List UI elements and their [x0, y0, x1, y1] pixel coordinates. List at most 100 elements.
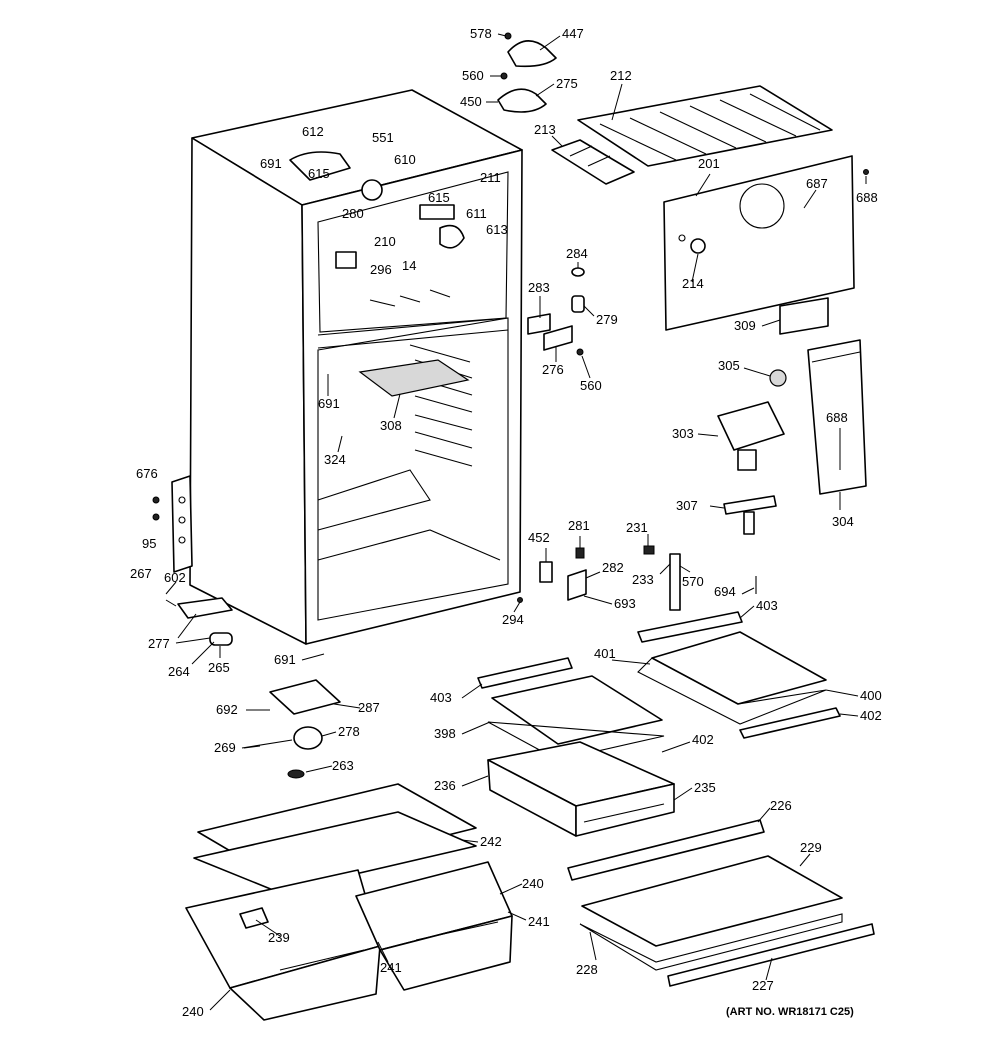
label-688-right: 688	[826, 410, 848, 425]
label-212: 212	[610, 68, 632, 83]
label-284: 284	[566, 246, 588, 261]
label-687: 687	[806, 176, 828, 191]
label-398: 398	[434, 726, 456, 741]
label-269: 269	[214, 740, 236, 755]
label-613: 613	[486, 222, 508, 237]
label-693: 693	[614, 596, 636, 611]
evaporator-cover-201	[663, 155, 869, 331]
label-240-right: 240	[522, 876, 544, 891]
label-280: 280	[342, 206, 364, 221]
label-287: 287	[358, 700, 380, 715]
label-263: 263	[332, 758, 354, 773]
part-number-labels: 578 447 560 275 450 212 213 201 687 688 …	[130, 26, 882, 1019]
label-560: 560	[462, 68, 484, 83]
label-241-right: 241	[528, 914, 550, 929]
dairy-door-303	[717, 369, 787, 471]
label-304: 304	[832, 514, 854, 529]
label-615-a: 615	[308, 166, 330, 181]
label-692: 692	[216, 702, 238, 717]
label-226: 226	[770, 798, 792, 813]
label-400: 400	[860, 688, 882, 703]
shelf-rail-402	[739, 707, 841, 739]
label-303: 303	[672, 426, 694, 441]
label-282: 282	[602, 560, 624, 575]
label-229: 229	[800, 840, 822, 855]
label-231: 231	[626, 520, 648, 535]
label-403-right: 403	[756, 598, 778, 613]
label-309	[779, 297, 829, 335]
glass-shelf-401	[487, 675, 665, 761]
label-201: 201	[698, 156, 720, 171]
label-277: 277	[148, 636, 170, 651]
label-294: 294	[502, 612, 524, 627]
label-242: 242	[480, 834, 502, 849]
label-602: 602	[164, 570, 186, 585]
shelf-rail-403-right	[637, 611, 743, 643]
label-264: 264	[168, 664, 190, 679]
hinge-bracket-267	[152, 475, 193, 573]
label-452: 452	[528, 530, 550, 545]
label-213: 213	[534, 122, 556, 137]
label-265: 265	[208, 660, 230, 675]
label-275: 275	[556, 76, 578, 91]
hinge-277	[175, 597, 233, 646]
label-691-top: 691	[260, 156, 282, 171]
label-235: 235	[694, 780, 716, 795]
label-228: 228	[576, 962, 598, 977]
label-610: 610	[394, 152, 416, 167]
art-number-note: (ART NO. WR18171 C25)	[726, 1006, 854, 1018]
label-211: 211	[480, 170, 501, 185]
crisper-pan-240-left	[185, 869, 381, 1021]
refrigerator-cabinet	[189, 89, 523, 645]
label-447: 447	[562, 26, 584, 41]
label-694: 694	[714, 584, 736, 599]
label-267: 267	[130, 566, 152, 581]
label-214: 214	[682, 276, 704, 291]
label-95: 95	[142, 536, 156, 551]
label-615-b: 615	[428, 190, 450, 205]
label-691-mid: 691	[318, 396, 340, 411]
control-brackets	[527, 267, 585, 356]
label-612: 612	[302, 124, 324, 139]
label-210: 210	[374, 234, 396, 249]
label-676: 676	[136, 466, 158, 481]
label-691-bottom: 691	[274, 652, 296, 667]
label-236: 236	[434, 778, 456, 793]
crisper-cover-242	[193, 783, 477, 893]
label-688-top: 688	[856, 190, 878, 205]
label-309: 309	[734, 318, 756, 333]
label-305: 305	[718, 358, 740, 373]
label-560-b: 560	[580, 378, 602, 393]
label-278: 278	[338, 724, 360, 739]
freezer-shelf-212	[577, 85, 833, 167]
crisper-drawer-236	[487, 741, 675, 837]
label-279: 279	[596, 312, 618, 327]
label-296: 296	[370, 262, 392, 277]
shelf-bracket-304	[723, 339, 867, 535]
glass-shelf-229	[579, 855, 843, 971]
label-401: 401	[594, 646, 616, 661]
label-276: 276	[542, 362, 564, 377]
label-308: 308	[380, 418, 402, 433]
label-402-right: 402	[860, 708, 882, 723]
glass-shelf-400	[637, 631, 827, 725]
label-233: 233	[632, 572, 654, 587]
label-283: 283	[528, 280, 550, 295]
label-307: 307	[676, 498, 698, 513]
label-14: 14	[402, 258, 416, 273]
label-402-mid: 402	[692, 732, 714, 747]
label-450: 450	[460, 94, 482, 109]
label-281: 281	[568, 518, 590, 533]
label-239: 239	[268, 930, 290, 945]
label-227: 227	[752, 978, 774, 993]
leader-lines	[165, 33, 867, 1011]
label-551: 551	[372, 130, 394, 145]
label-324: 324	[324, 452, 346, 467]
label-403-left: 403	[430, 690, 452, 705]
label-570: 570	[682, 574, 704, 589]
label-240-left: 240	[182, 1004, 204, 1019]
ice-tray-213	[551, 139, 635, 185]
crisper-pan-240-right	[355, 861, 513, 991]
